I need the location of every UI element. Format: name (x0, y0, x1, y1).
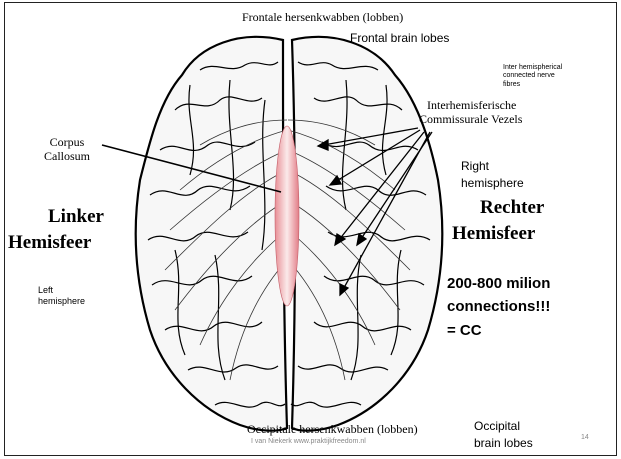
left-hemisphere-dutch-line-2: Hemisfeer (8, 230, 104, 256)
inter-fibres-english-line-1: Inter hemispherical (503, 64, 562, 72)
occipital-english-line-1: Occipital (474, 418, 533, 435)
corpus-callosum-line-1: Corpus (44, 136, 90, 150)
connections-label: 200-800 milion connections!!! = CC (447, 272, 550, 342)
corpus-callosum-line-2: Callosum (44, 150, 90, 164)
right-hemisphere-dutch-line-1: Rechter (480, 195, 544, 221)
page-number: 14 (581, 434, 589, 442)
right-hemisphere-outline (292, 37, 442, 431)
left-hemisphere-english-label: Left hemisphere (38, 285, 85, 308)
inter-fibres-dutch-line-2: Commissurale Vezels (419, 113, 522, 127)
inter-fibres-dutch-label: Interhemisferische Commissurale Vezels (427, 99, 522, 127)
right-hemisphere-english-label: Right hemisphere (461, 158, 524, 192)
inter-fibres-english-line-3: fibres (503, 81, 562, 89)
connections-line-2: connections!!! (447, 295, 550, 318)
right-hemisphere-english-line-1: Right (461, 158, 524, 175)
right-hemisphere-dutch-line-2: Hemisfeer (452, 221, 544, 247)
footer-credit: I van Niekerk www.praktijkfreedom.nl (251, 438, 366, 446)
inter-fibres-english-line-2: connected nerve (503, 72, 562, 80)
connections-line-1: 200-800 milion (447, 272, 550, 295)
left-hemisphere-dutch-label: Linker Hemisfeer (8, 204, 104, 255)
connections-line-3: = CC (447, 319, 550, 342)
occipital-english-line-2: brain lobes (474, 435, 533, 452)
frontal-lobes-english-label: Frontal brain lobes (350, 32, 449, 46)
left-hemisphere-english-line-2: hemisphere (38, 296, 85, 307)
right-hemisphere-english-line-2: hemisphere (461, 175, 524, 192)
inter-fibres-dutch-line-1: Interhemisferische (427, 99, 522, 113)
occipital-lobes-english-label: Occipital brain lobes (474, 418, 533, 453)
inter-fibres-english-label: Inter hemispherical connected nerve fibr… (503, 64, 562, 89)
left-hemisphere-dutch-line-1: Linker (48, 204, 104, 230)
corpus-callosum-label: Corpus Callosum (44, 136, 90, 164)
right-hemisphere-dutch-label: Rechter Hemisfeer (452, 195, 544, 246)
corpus-callosum-shape (275, 126, 299, 306)
left-hemisphere-english-line-1: Left (38, 285, 85, 296)
frontal-lobes-dutch-label: Frontale hersenkwabben (lobben) (242, 11, 403, 25)
occipital-lobes-dutch-label: Occipitale hersenkwabben (lobben) (247, 423, 418, 437)
